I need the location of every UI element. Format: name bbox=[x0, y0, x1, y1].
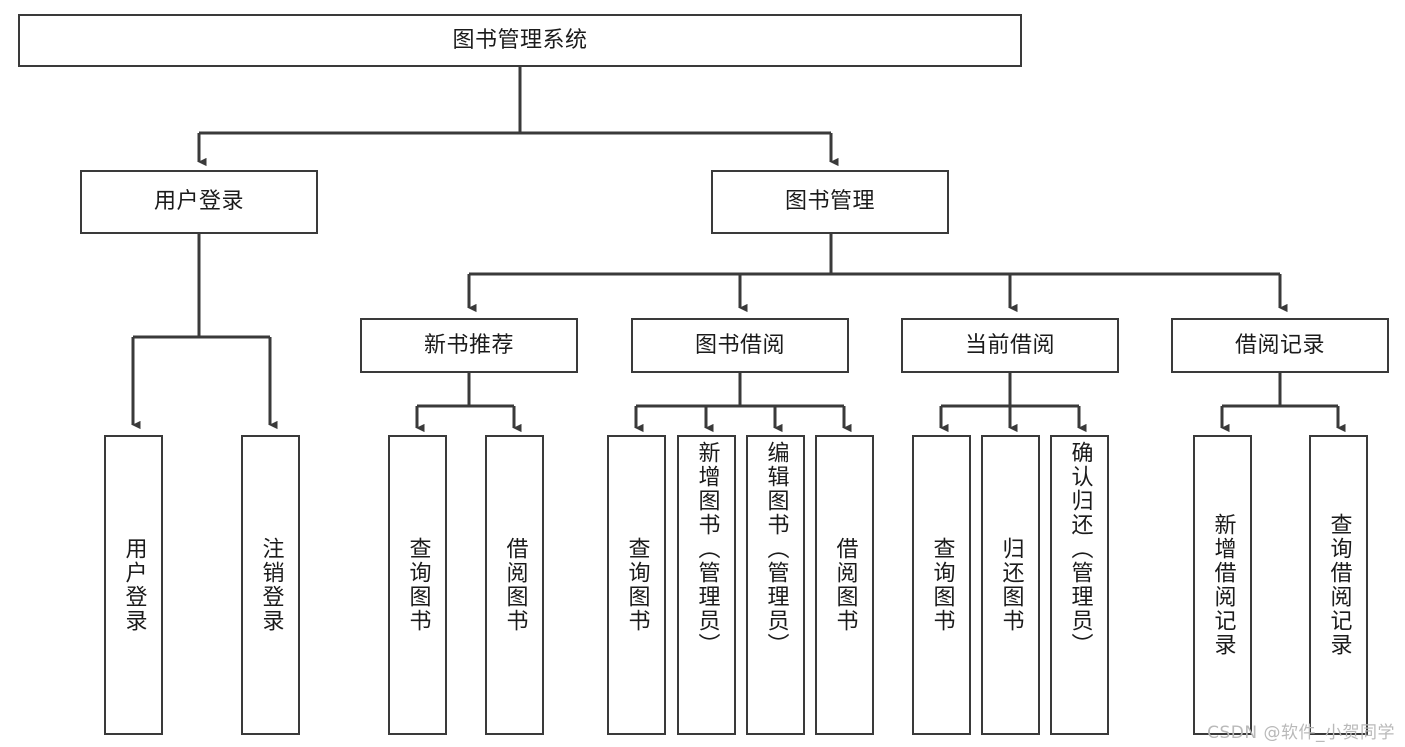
leaf-borrow-add-book[interactable]: 新增图书（管理员） bbox=[677, 435, 736, 735]
node-current-borrow-label: 当前借阅 bbox=[964, 332, 1055, 358]
leaf-new-book-query-label: 查询图书 bbox=[405, 537, 431, 633]
node-current-borrow[interactable]: 当前借阅 bbox=[901, 318, 1119, 373]
leaf-new-book-query[interactable]: 查询图书 bbox=[388, 435, 447, 735]
leaf-current-return-book-label: 归还图书 bbox=[998, 537, 1024, 633]
node-book-management[interactable]: 图书管理 bbox=[711, 170, 949, 234]
csdn-watermark: CSDN @软件_小贺同学 bbox=[1207, 723, 1395, 743]
leaf-user-login-logout-label: 注销登录 bbox=[258, 537, 284, 633]
leaf-record-query-label: 查询借阅记录 bbox=[1326, 513, 1352, 657]
leaf-borrow-query-book-label: 查询图书 bbox=[624, 537, 650, 633]
leaf-user-login-logout[interactable]: 注销登录 bbox=[241, 435, 300, 735]
leaf-borrow-borrow-book-label: 借阅图书 bbox=[832, 537, 858, 633]
node-root[interactable]: 图书管理系统 bbox=[18, 14, 1022, 67]
leaf-record-add[interactable]: 新增借阅记录 bbox=[1193, 435, 1252, 735]
leaf-user-login-login-label: 用户登录 bbox=[121, 537, 147, 633]
node-book-management-label: 图书管理 bbox=[784, 189, 875, 215]
leaf-borrow-edit-book-label: 编辑图书（管理员） bbox=[763, 441, 789, 657]
leaf-current-query-book[interactable]: 查询图书 bbox=[912, 435, 971, 735]
leaf-current-confirm-return-label: 确认归还（管理员） bbox=[1067, 441, 1093, 657]
node-book-borrow[interactable]: 图书借阅 bbox=[631, 318, 849, 373]
node-book-borrow-label: 图书借阅 bbox=[694, 332, 785, 358]
node-borrow-record[interactable]: 借阅记录 bbox=[1171, 318, 1389, 373]
leaf-user-login-login[interactable]: 用户登录 bbox=[104, 435, 163, 735]
node-new-book-recommend-label: 新书推荐 bbox=[423, 332, 514, 358]
node-borrow-record-label: 借阅记录 bbox=[1234, 332, 1325, 358]
node-user-login[interactable]: 用户登录 bbox=[80, 170, 318, 234]
leaf-record-add-label: 新增借阅记录 bbox=[1210, 513, 1236, 657]
leaf-current-query-book-label: 查询图书 bbox=[929, 537, 955, 633]
leaf-borrow-add-book-label: 新增图书（管理员） bbox=[694, 441, 720, 657]
node-new-book-recommend[interactable]: 新书推荐 bbox=[360, 318, 578, 373]
leaf-record-query[interactable]: 查询借阅记录 bbox=[1309, 435, 1368, 735]
leaf-borrow-borrow-book[interactable]: 借阅图书 bbox=[815, 435, 874, 735]
node-user-login-label: 用户登录 bbox=[153, 189, 244, 215]
node-root-label: 图书管理系统 bbox=[452, 27, 588, 53]
leaf-current-return-book[interactable]: 归还图书 bbox=[981, 435, 1040, 735]
leaf-borrow-edit-book[interactable]: 编辑图书（管理员） bbox=[746, 435, 805, 735]
leaf-new-book-borrow[interactable]: 借阅图书 bbox=[485, 435, 544, 735]
leaf-borrow-query-book[interactable]: 查询图书 bbox=[607, 435, 666, 735]
leaf-new-book-borrow-label: 借阅图书 bbox=[502, 537, 528, 633]
leaf-current-confirm-return[interactable]: 确认归还（管理员） bbox=[1050, 435, 1109, 735]
